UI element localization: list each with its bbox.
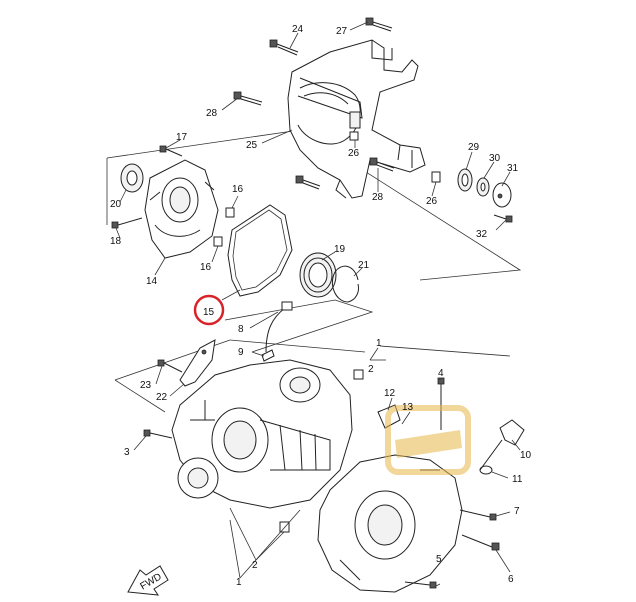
- label-2-top: 2: [368, 364, 374, 375]
- bolt-3: [143, 429, 173, 439]
- bolt-7: [459, 509, 497, 521]
- label-3: 3: [124, 447, 130, 458]
- watermark-logo: [385, 405, 471, 475]
- plate-31: [492, 182, 512, 208]
- label-26-lower: 26: [426, 196, 438, 207]
- label-5: 5: [436, 554, 442, 565]
- bearing-30: [476, 177, 490, 197]
- bolt-4: [437, 377, 445, 430]
- label-9: 9: [238, 347, 244, 358]
- breather-hose-8: [265, 301, 293, 353]
- highlight-circle: [193, 294, 225, 326]
- bolt-24: [269, 39, 299, 56]
- label-28-mid: 28: [372, 192, 384, 203]
- bolt-17: [159, 145, 183, 157]
- label-27: 27: [336, 26, 348, 37]
- label-16-a: 16: [232, 184, 244, 195]
- bolt-28-mid: [369, 157, 395, 172]
- label-16-b: 16: [200, 262, 212, 273]
- part-numbers: 24 27 28 25 26 28 26 29 30 31 32 17 20 1…: [110, 24, 532, 588]
- bracket-22: [179, 339, 216, 387]
- label-25: 25: [246, 140, 258, 151]
- label-11: 11: [512, 474, 523, 485]
- dowel-26-lower: [431, 171, 441, 183]
- dowel-1-top: [353, 369, 364, 380]
- label-4: 4: [438, 368, 444, 379]
- label-20: 20: [110, 199, 122, 210]
- screw-32: [493, 214, 513, 223]
- label-1-top: 1: [376, 338, 382, 349]
- bolt-27: [365, 17, 393, 32]
- label-8: 8: [238, 324, 244, 335]
- bolt-18: [111, 217, 143, 229]
- label-14: 14: [146, 276, 158, 287]
- circlip-21: [331, 265, 359, 303]
- bolt-6: [461, 534, 500, 551]
- label-29: 29: [468, 142, 480, 153]
- label-19: 19: [334, 244, 346, 255]
- label-7: 7: [514, 506, 520, 517]
- clip-9: [261, 349, 275, 362]
- left-cover-14: [144, 159, 219, 259]
- label-22: 22: [156, 392, 168, 403]
- oil-seal-29: [457, 168, 473, 192]
- label-1-lower: 1: [236, 577, 242, 588]
- label-24: 24: [292, 24, 304, 35]
- dowel-16-a: [225, 207, 235, 218]
- label-21: 21: [358, 260, 370, 271]
- sensor-10: [479, 419, 525, 471]
- bolt-23: [157, 359, 183, 373]
- bolt-5: [404, 581, 437, 589]
- bolt-28-top: [233, 91, 263, 106]
- label-10: 10: [520, 450, 532, 461]
- part-12: [377, 404, 401, 429]
- oring-11: [479, 465, 493, 475]
- dowel-26-upper: [349, 131, 359, 141]
- label-32: 32: [476, 229, 488, 240]
- label-26-upper: 26: [348, 148, 360, 159]
- cover-group-frame: [224, 299, 374, 353]
- oil-seal-20: [120, 163, 144, 193]
- dowel-16-b: [213, 236, 223, 247]
- bolt-side: [295, 175, 321, 190]
- crankcase-right-half: [317, 454, 463, 593]
- fwd-arrow: FWD: [127, 565, 169, 596]
- label-31: 31: [507, 163, 519, 174]
- label-15: 15: [203, 307, 215, 318]
- label-13: 13: [402, 402, 414, 413]
- label-23: 23: [140, 380, 152, 391]
- label-2-lower: 2: [252, 560, 258, 571]
- crankcase-left-half: [171, 359, 353, 509]
- label-18: 18: [110, 236, 122, 247]
- bracket-assembly: [287, 39, 426, 199]
- label-6: 6: [508, 574, 514, 585]
- gasket-15: [227, 204, 293, 297]
- label-28-top: 28: [206, 108, 218, 119]
- label-30: 30: [489, 153, 501, 164]
- bearing-19: [299, 252, 337, 298]
- label-12: 12: [384, 388, 396, 399]
- label-17: 17: [176, 132, 188, 143]
- leader-lines: [115, 21, 521, 587]
